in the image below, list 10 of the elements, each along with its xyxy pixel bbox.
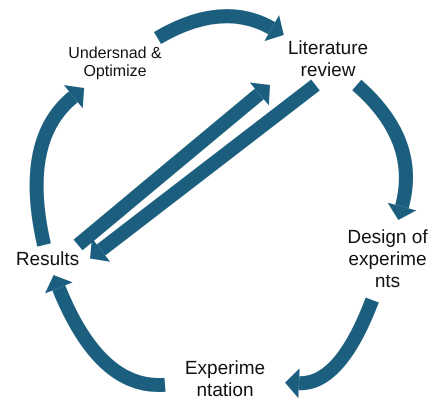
- arrow: [154, 9, 284, 44]
- arrow: [352, 80, 417, 220]
- arrow: [30, 86, 84, 246]
- node-label: Results: [16, 249, 80, 271]
- arrow: [285, 297, 379, 398]
- node-label: Design of experime nts: [346, 227, 429, 293]
- arrow: [90, 79, 320, 262]
- node-label: Literature review: [286, 38, 370, 82]
- node-label: Experime ntation: [184, 358, 266, 402]
- node-label: Undersnad & Optimize: [67, 45, 163, 81]
